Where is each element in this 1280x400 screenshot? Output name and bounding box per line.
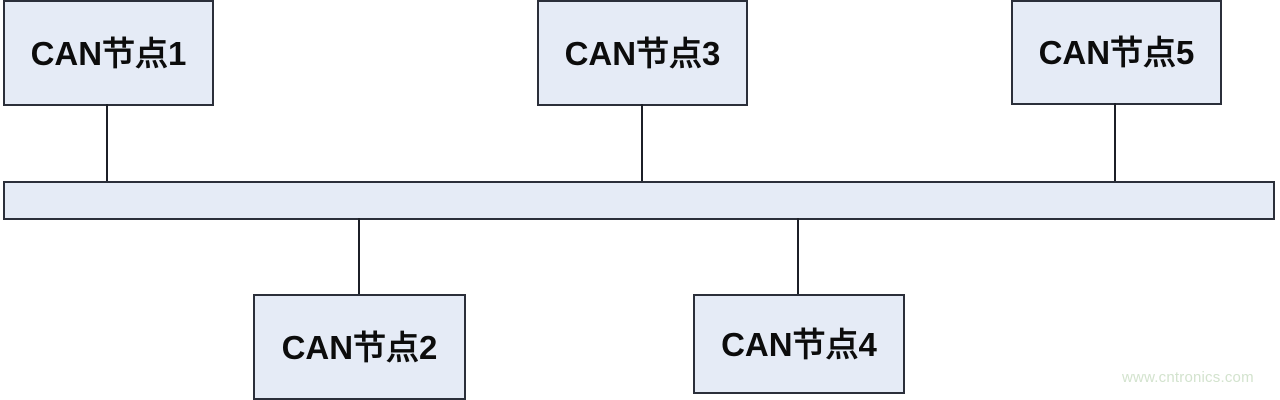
can-node-1[interactable]: CAN节点1 — [3, 0, 214, 106]
site-watermark: www.cntronics.com — [1122, 369, 1254, 386]
can-node-4-label: CAN节点4 — [721, 325, 877, 363]
connector-node-3-to-bus — [641, 104, 643, 183]
connector-bus-to-node-4 — [797, 218, 799, 296]
connector-node-5-to-bus — [1114, 103, 1116, 183]
can-node-5[interactable]: CAN节点5 — [1011, 0, 1222, 105]
can-node-3-label: CAN节点3 — [564, 34, 721, 72]
can-node-3[interactable]: CAN节点3 — [537, 0, 748, 106]
connector-node-1-to-bus — [106, 104, 108, 183]
can-bus-line[interactable] — [3, 181, 1275, 220]
can-node-2-label: CAN节点2 — [281, 328, 438, 366]
can-node-5-label: CAN节点5 — [1038, 34, 1195, 71]
can-node-2[interactable]: CAN节点2 — [253, 294, 466, 400]
can-node-1-label: CAN节点1 — [30, 34, 187, 72]
connector-bus-to-node-2 — [358, 218, 360, 296]
can-node-4[interactable]: CAN节点4 — [693, 294, 905, 394]
